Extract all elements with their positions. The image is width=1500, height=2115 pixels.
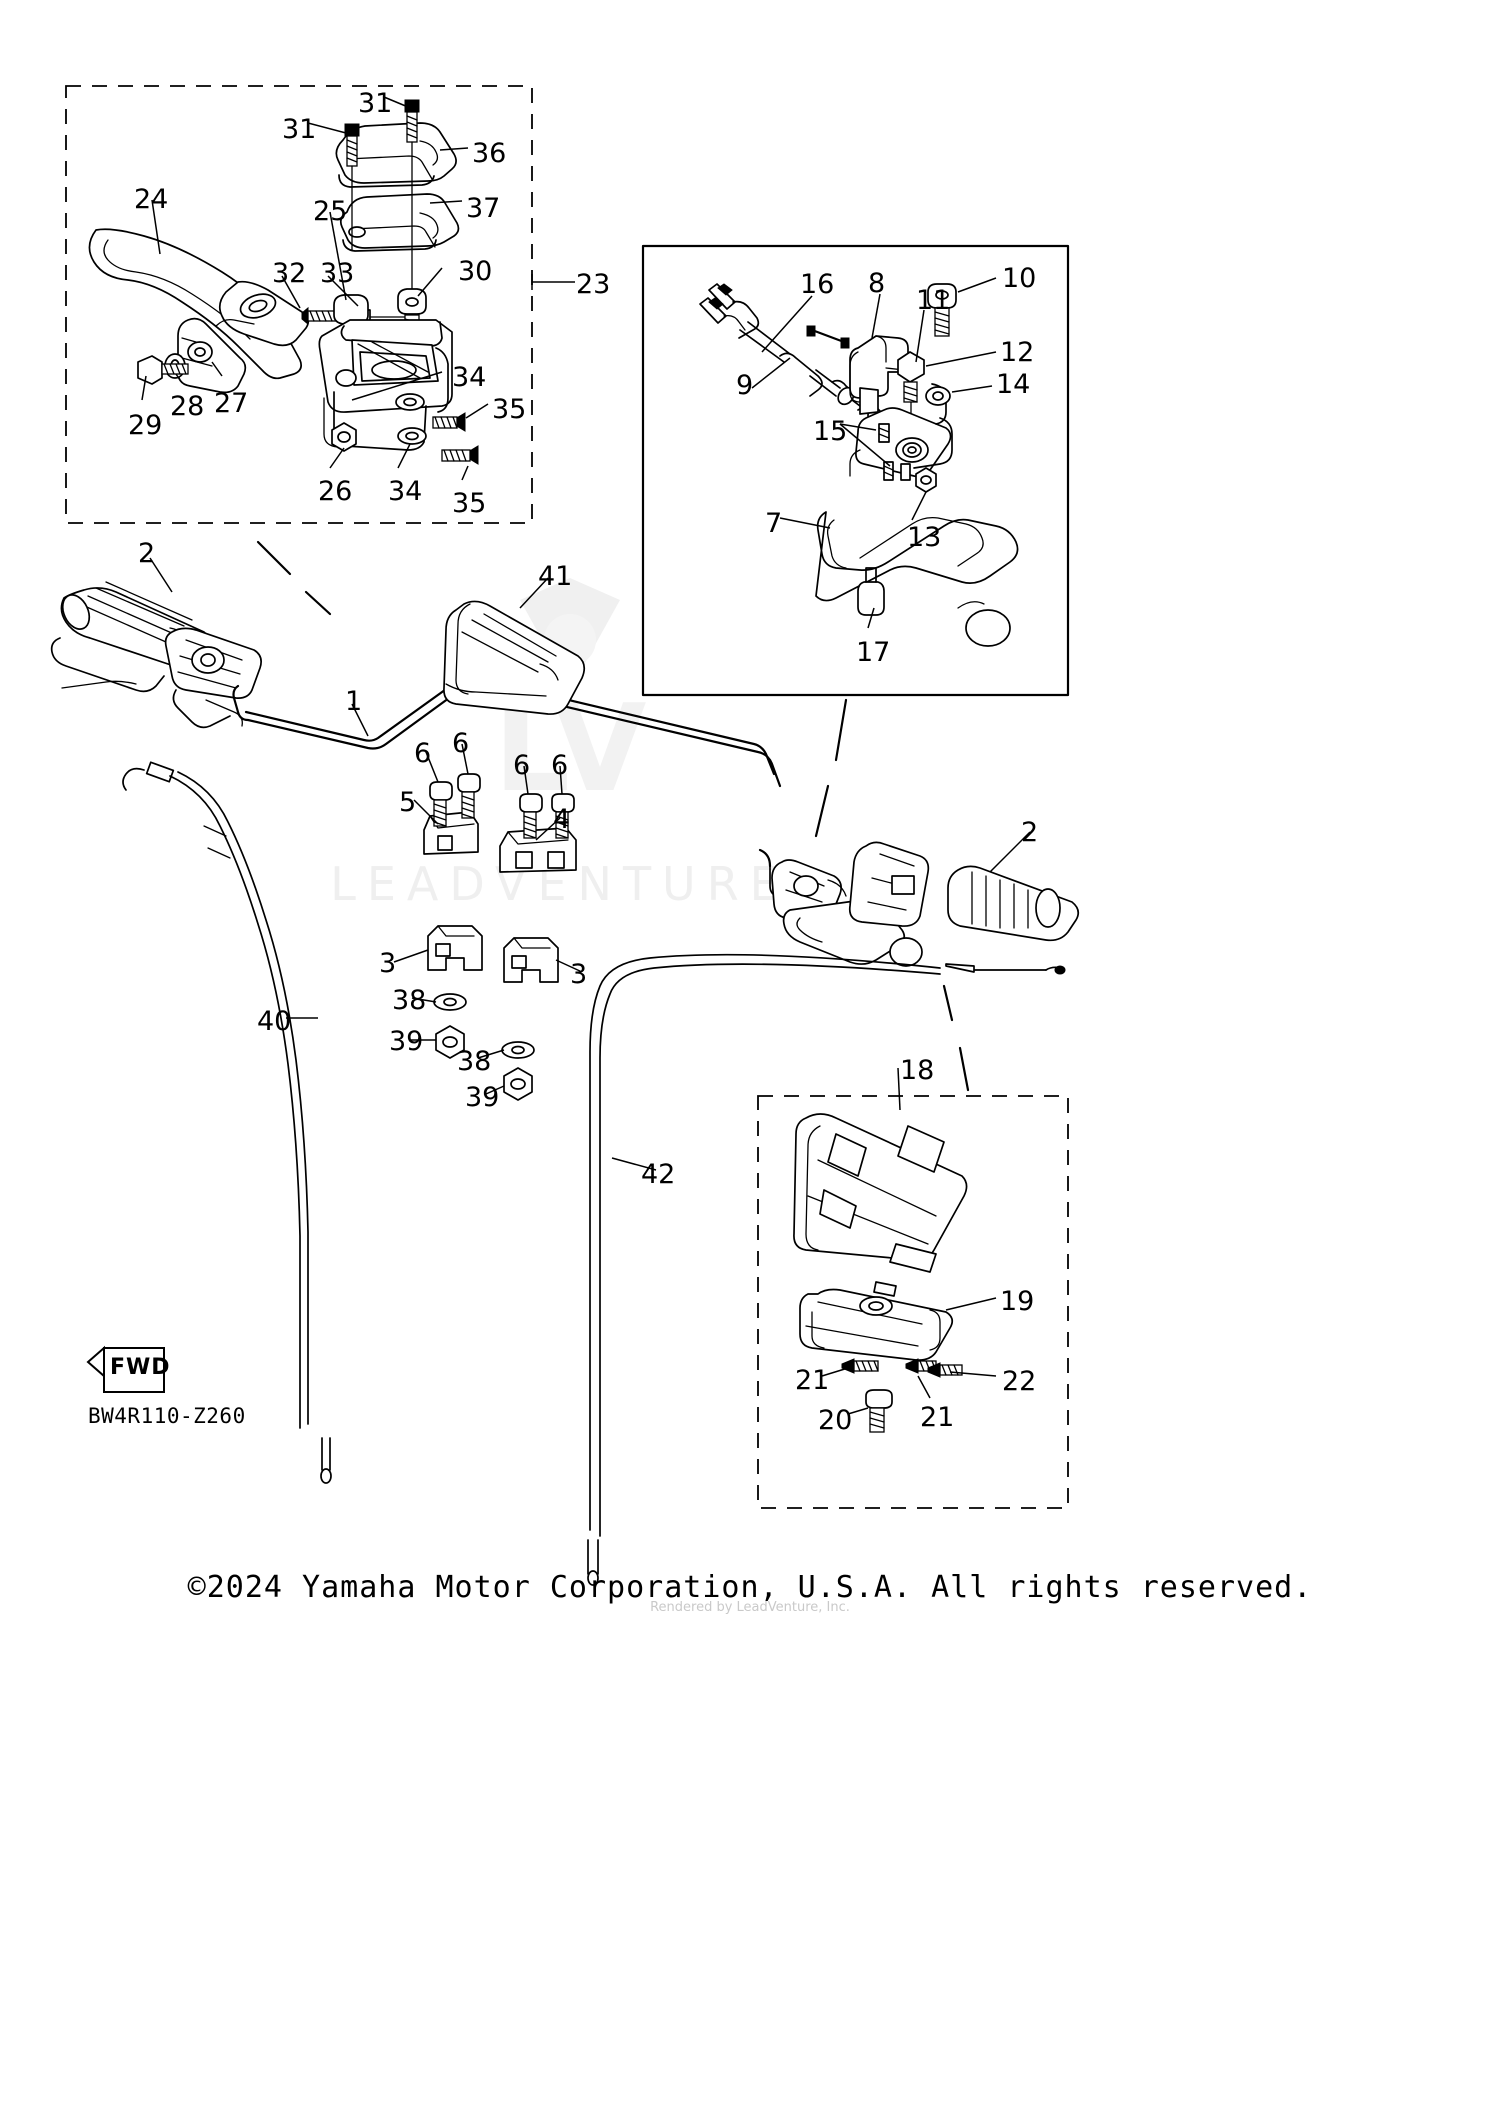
callout-17: 17 (856, 637, 891, 668)
callout-21-a: 21 (795, 1365, 830, 1396)
callout-41: 41 (538, 561, 573, 592)
bolt-6-c (519, 793, 543, 839)
bolt-31-left (344, 123, 360, 167)
clutch-lever-assembly-art (699, 277, 1019, 647)
callout-13: 13 (907, 522, 942, 553)
callout-35-b: 35 (452, 488, 487, 519)
bolt-35-upper (432, 412, 466, 432)
callout-34-b: 34 (388, 476, 423, 507)
callout-8: 8 (868, 268, 886, 299)
callout-20: 20 (818, 1405, 853, 1436)
callout-3-a: 3 (379, 948, 397, 979)
callout-6-d: 6 (551, 750, 569, 781)
callout-33: 33 (320, 258, 355, 289)
callout-6-c: 6 (513, 750, 531, 781)
callout-30: 30 (458, 256, 493, 287)
callout-23: 23 (576, 269, 611, 300)
callout-28: 28 (170, 391, 205, 422)
part-number-label: BW4R110-Z260 (88, 1404, 246, 1428)
handlebar-main-art (50, 557, 1080, 1586)
callout-31-b: 31 (282, 114, 317, 145)
callout-11: 11 (916, 285, 951, 316)
callout-34-a: 34 (452, 362, 487, 393)
callout-6-b: 6 (452, 728, 470, 759)
callout-39-a: 39 (389, 1026, 424, 1057)
callout-16: 16 (800, 269, 835, 300)
callout-38-b: 38 (457, 1046, 492, 1077)
callout-15: 15 (813, 416, 848, 447)
switch-assembly-art (793, 1067, 997, 1433)
bolt-35-lower (441, 445, 479, 465)
callout-7: 7 (765, 508, 783, 539)
callout-26: 26 (318, 476, 353, 507)
callout-2-right: 2 (1021, 817, 1039, 848)
callout-39-b: 39 (465, 1082, 500, 1113)
callout-36: 36 (472, 138, 507, 169)
callout-42: 42 (641, 1159, 676, 1190)
callout-31-a: 31 (358, 88, 393, 119)
rendered-by-notice: Rendered by LeadVenture, Inc. (650, 1600, 850, 1615)
callout-19: 19 (1000, 1286, 1035, 1317)
fwd-indicator (86, 1345, 165, 1393)
callout-37: 37 (466, 193, 501, 224)
callout-25: 25 (313, 196, 348, 227)
callout-40: 40 (257, 1006, 292, 1037)
callout-10: 10 (1002, 263, 1037, 294)
master-cylinder-group-box (65, 85, 533, 524)
callout-14: 14 (996, 369, 1031, 400)
bolt-6-a (429, 781, 453, 827)
callout-18: 18 (900, 1055, 935, 1086)
copyright-notice: ©2024 Yamaha Motor Corporation, U.S.A. A… (187, 1570, 1313, 1605)
callout-9: 9 (736, 370, 754, 401)
callout-5: 5 (399, 787, 417, 818)
callout-6-a: 6 (414, 738, 432, 769)
callout-24: 24 (134, 184, 169, 215)
callout-3-b: 3 (570, 959, 588, 990)
callout-22: 22 (1002, 1366, 1037, 1397)
callout-32: 32 (272, 258, 307, 289)
callout-2-left: 2 (138, 538, 156, 569)
callout-29: 29 (128, 410, 163, 441)
callout-21-b: 21 (920, 1402, 955, 1433)
screw-21-left (841, 1358, 879, 1374)
callout-27: 27 (214, 388, 249, 419)
callout-1: 1 (345, 686, 363, 717)
callout-4: 4 (553, 804, 571, 835)
callout-35-a: 35 (492, 394, 527, 425)
master-cylinder-assembly-art (88, 96, 489, 481)
screw-22 (927, 1362, 963, 1378)
fwd-label: FWD (110, 1355, 171, 1380)
callout-12: 12 (1000, 337, 1035, 368)
clutch-lever-group-box (641, 244, 1070, 697)
bolt-6-b (457, 773, 481, 819)
callout-38-a: 38 (392, 985, 427, 1016)
